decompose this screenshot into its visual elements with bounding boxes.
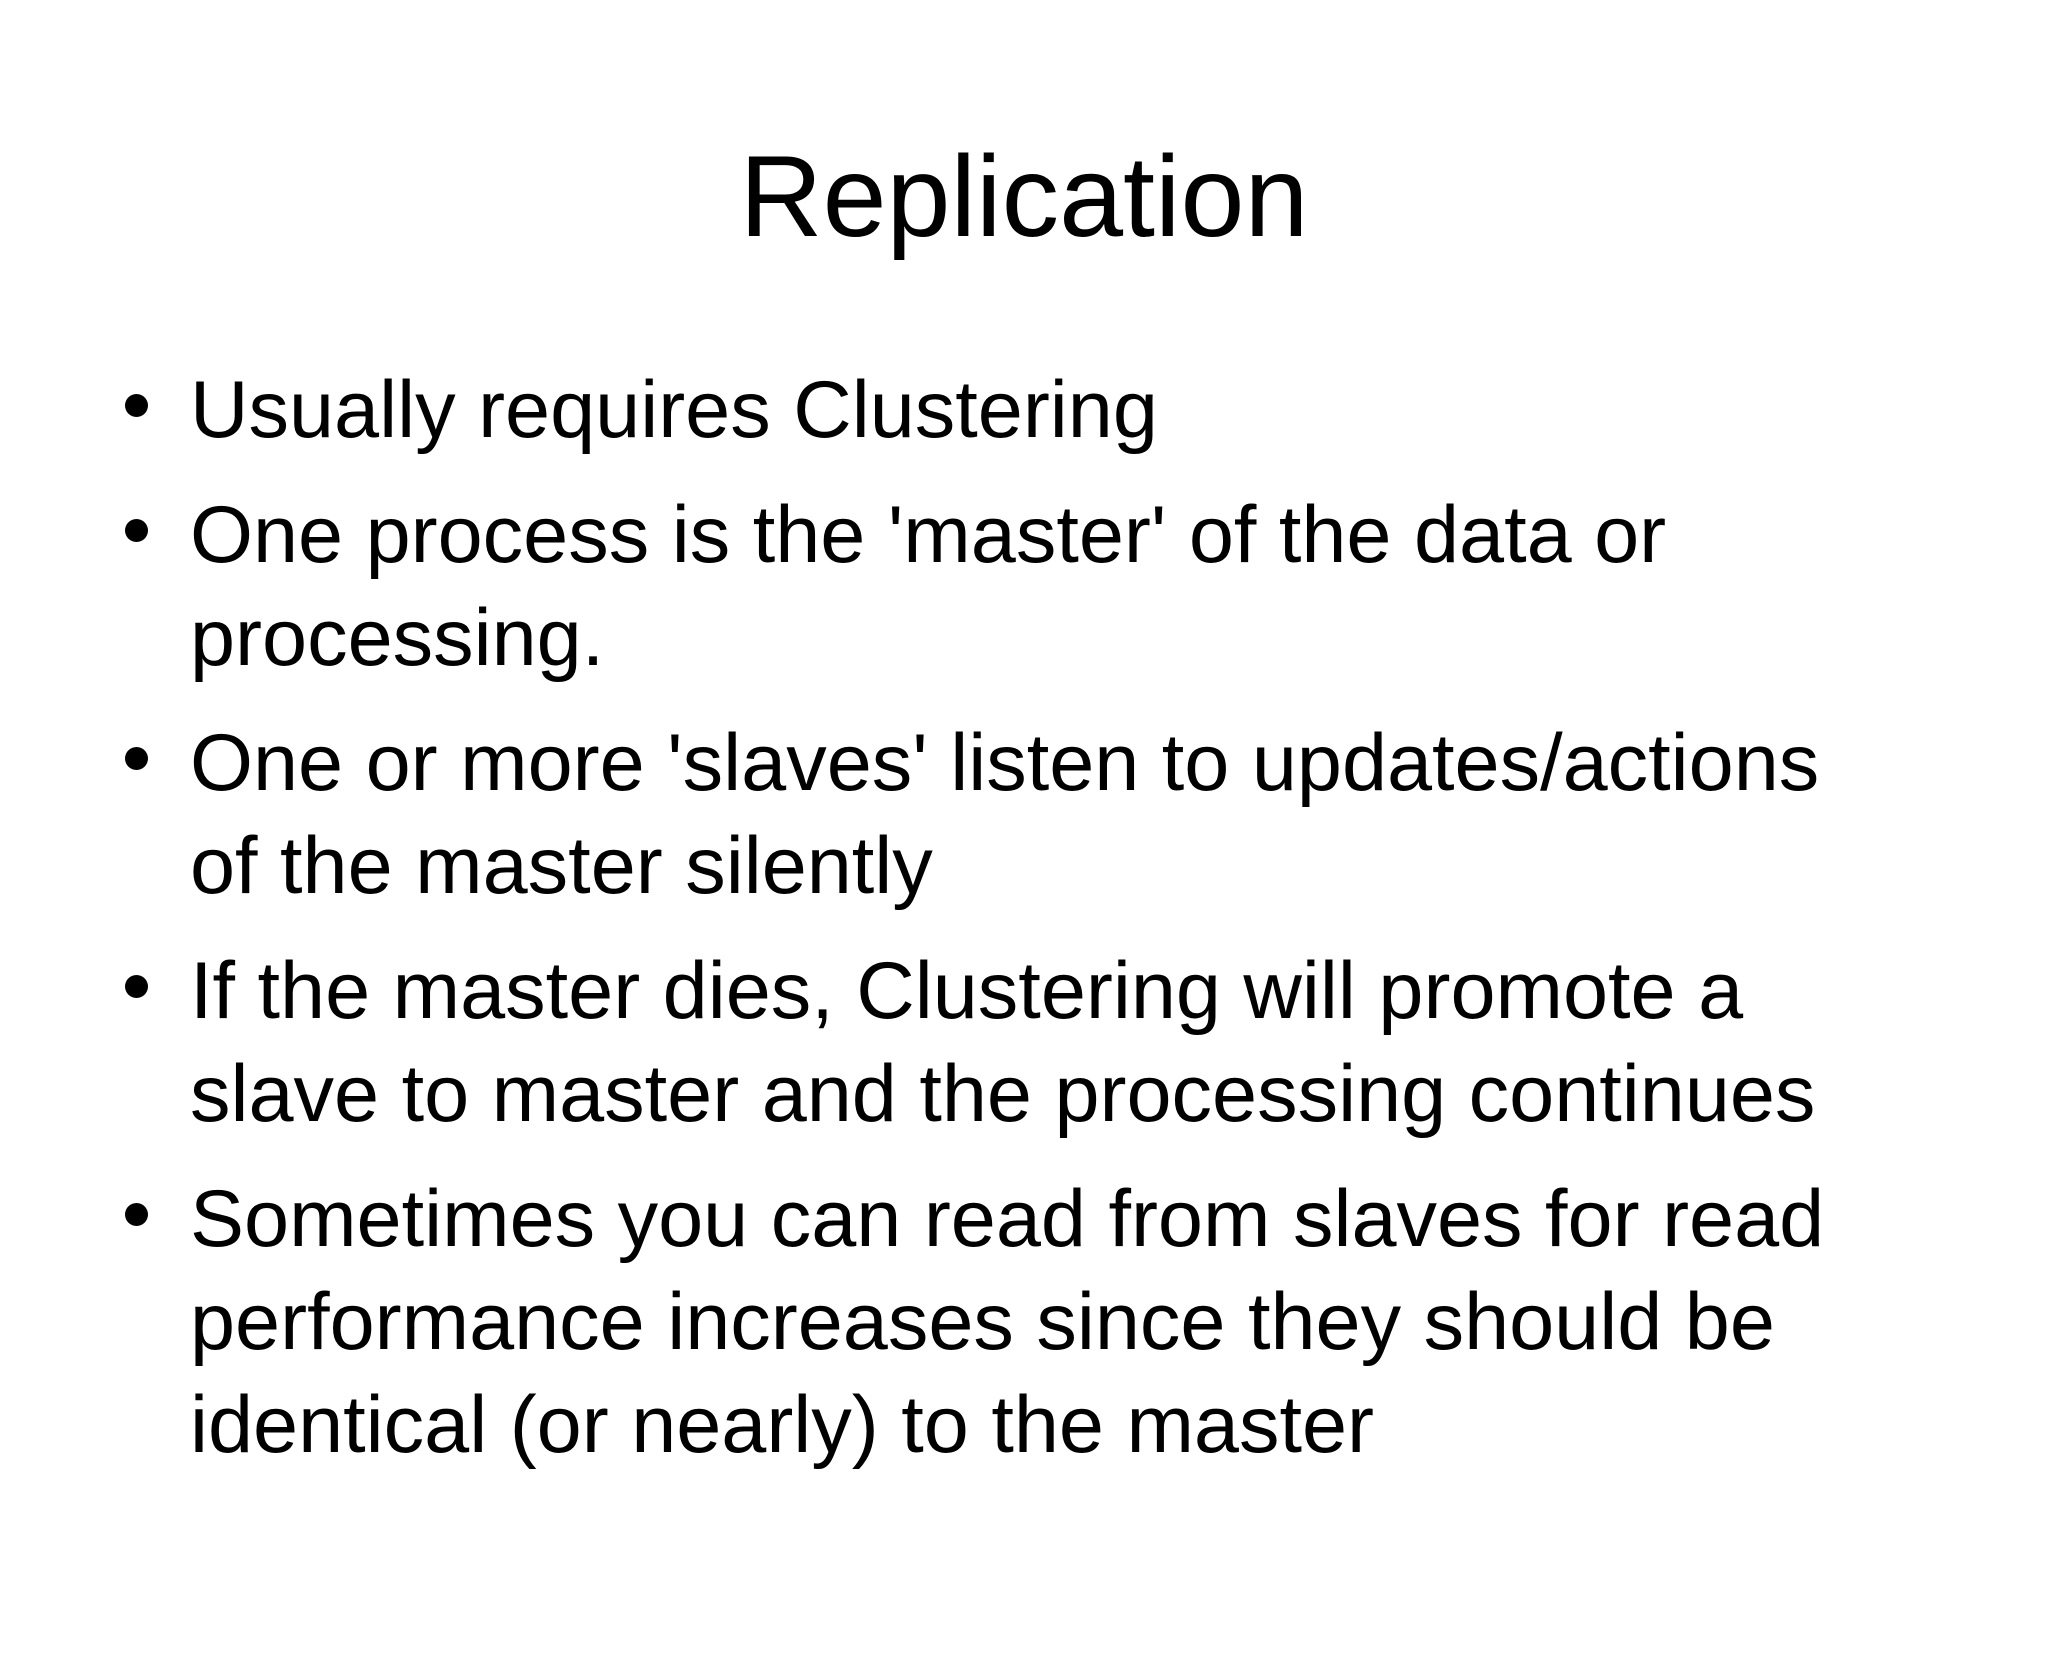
bullet-text: Usually requires Clustering: [190, 365, 1158, 455]
slide: Replication Usually requires Clustering …: [0, 128, 2048, 1663]
bullet-text: One process is the 'master' of the data …: [190, 490, 1667, 683]
slide-title: Replication: [739, 133, 1309, 261]
bullet-dot-icon: [125, 394, 148, 417]
bullet-list: Usually requires Clustering One process …: [0, 359, 2048, 1477]
bullet-text: If the master dies, Clustering will prom…: [190, 946, 1816, 1139]
bullet-item: Sometimes you can read from slaves for r…: [125, 1168, 1890, 1477]
bullet-dot-icon: [125, 1203, 148, 1226]
bullet-text: Sometimes you can read from slaves for r…: [190, 1174, 1825, 1470]
bullet-item: One or more 'slaves' listen to updates/a…: [125, 712, 1890, 918]
bullet-item: If the master dies, Clustering will prom…: [125, 940, 1890, 1146]
bullet-dot-icon: [125, 519, 148, 542]
bullet-item: Usually requires Clustering: [125, 359, 1890, 462]
bullet-item: One process is the 'master' of the data …: [125, 484, 1890, 690]
bullet-dot-icon: [125, 975, 148, 998]
bullet-text: One or more 'slaves' listen to updates/a…: [190, 718, 1820, 911]
bullet-dot-icon: [125, 747, 148, 770]
